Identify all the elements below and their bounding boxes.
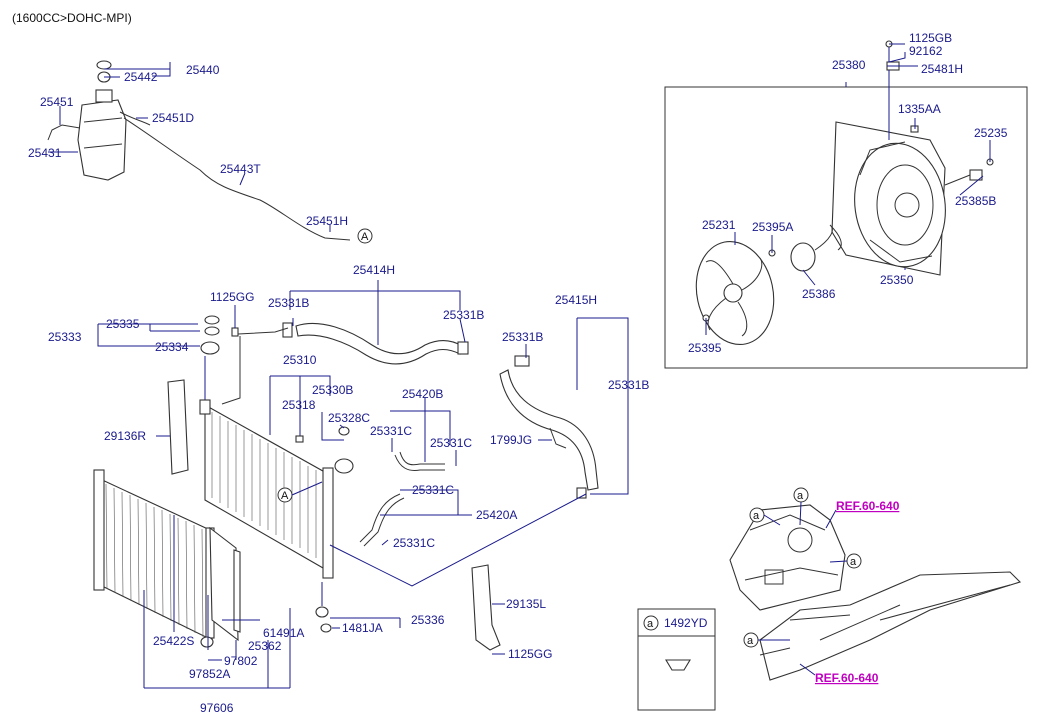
- part-label: 1125GB: [909, 31, 952, 45]
- reservoir-tank: [77, 60, 127, 181]
- fan-motor: [790, 224, 842, 272]
- fan-shroud: [831, 121, 946, 276]
- part-label: 25350: [880, 273, 914, 287]
- part-label: 25422S: [153, 634, 194, 648]
- cap-seal: [204, 326, 220, 336]
- part-label: 1125GG: [210, 290, 254, 304]
- part-label: 25331B: [443, 308, 484, 322]
- part-label: 25333: [48, 330, 82, 344]
- part-label: 25336: [411, 613, 445, 627]
- drain-plug: [315, 606, 329, 618]
- condenser-core: [93, 469, 215, 641]
- part-label: 29135L: [506, 597, 546, 611]
- part-label: 25442: [124, 70, 158, 84]
- part-label: 25330B: [312, 383, 353, 397]
- part-label: 25231: [702, 218, 736, 232]
- cap-seal: [204, 315, 220, 325]
- callout-a-text: a: [850, 556, 857, 568]
- part-label: 25385B: [955, 194, 996, 208]
- callout-a-text: a: [747, 635, 754, 647]
- bolt-icon: [231, 327, 239, 337]
- engine-spec-header: (1600CC>DOHC-MPI): [12, 11, 132, 25]
- condenser-bracket: [209, 526, 239, 642]
- part-label: 25415H: [555, 293, 597, 307]
- radiator-bracket-left: [167, 379, 189, 475]
- air-guard: [233, 549, 241, 633]
- part-label: 25331B: [268, 296, 309, 310]
- part-label: 25451D: [152, 111, 194, 125]
- part-label: 97852A: [189, 667, 230, 681]
- small-hose-upper: [394, 454, 445, 471]
- part-label: 25443T: [220, 162, 261, 176]
- radiator-cap: [200, 341, 220, 355]
- clip-1799JG: [549, 427, 567, 449]
- part-label: 25331C: [393, 536, 435, 550]
- part-label: 25451: [40, 95, 74, 109]
- part-label: 25440: [186, 63, 220, 77]
- radiator-core: [199, 399, 354, 579]
- part-label: 1481JA: [342, 621, 383, 635]
- part-label: 25335: [106, 317, 140, 331]
- callout-A: [357, 228, 373, 244]
- radiator-bracket-right: [471, 564, 501, 651]
- part-label: 25328C: [328, 411, 370, 425]
- part-label: 25395A: [752, 220, 793, 234]
- fan-blade: [695, 240, 775, 346]
- overflow-hose: [47, 124, 81, 141]
- body-panel-upper: [729, 504, 846, 611]
- part-label: 25420B: [402, 387, 443, 401]
- part-label: 25310: [283, 353, 317, 367]
- part-label: 25362: [248, 639, 282, 653]
- part-label: 1335AA: [898, 102, 941, 116]
- part-label: 1125GG: [508, 647, 552, 661]
- fan-connector: [944, 169, 983, 186]
- part-label: 25331C: [412, 483, 454, 497]
- part-label: 25380: [832, 58, 866, 72]
- small-hose-lower: [359, 493, 401, 543]
- drain-seal: [320, 623, 332, 633]
- legend-part-number: 1492YD: [664, 616, 708, 630]
- body-frame-lower: [759, 571, 1022, 681]
- bolt-icon: [200, 636, 214, 648]
- small-hose-lower-inner: [363, 497, 405, 547]
- callout-a-text: a: [753, 510, 760, 522]
- drain-plug: [295, 435, 304, 443]
- part-label: 25331C: [370, 424, 412, 438]
- part-label: 97802: [224, 654, 258, 668]
- part-label: 25331B: [608, 378, 649, 392]
- part-label: 1799JG: [490, 433, 532, 447]
- ref-link-lower[interactable]: REF.60-640: [815, 671, 879, 685]
- callout-a-text: a: [797, 490, 804, 502]
- hose-bracket: [221, 327, 289, 405]
- part-label: 25451H: [306, 214, 348, 228]
- part-label: 25318: [282, 398, 316, 412]
- part-label: 92162: [909, 44, 943, 58]
- part-label: 25235: [974, 126, 1008, 140]
- part-label: 61491A: [263, 626, 304, 640]
- ref-link-upper[interactable]: REF.60-640: [836, 499, 900, 513]
- part-label: 25386: [802, 287, 836, 301]
- part-label: 25331C: [430, 436, 472, 450]
- reservoir-hose-end: [119, 111, 151, 126]
- part-label: 25481H: [921, 62, 963, 76]
- small-hose-upper-inner: [399, 451, 445, 466]
- callout-A-text: A: [361, 231, 369, 243]
- callout-A-text: A: [281, 490, 289, 502]
- part-label: 25431: [28, 146, 62, 160]
- part-label: 25331B: [502, 330, 543, 344]
- lower-hose: [499, 355, 599, 499]
- part-label: 25414H: [353, 263, 395, 277]
- legend-callout-a: [643, 615, 659, 631]
- part-label: 97606: [200, 701, 234, 715]
- plug-1492YD: [665, 659, 691, 671]
- part-label: 25334: [155, 340, 189, 354]
- part-label: 25420A: [476, 508, 517, 522]
- reservoir-hose: [123, 117, 351, 241]
- part-label: 25395: [688, 341, 722, 355]
- legend-callout-a-text: a: [647, 618, 654, 630]
- part-label: 29136R: [104, 429, 146, 443]
